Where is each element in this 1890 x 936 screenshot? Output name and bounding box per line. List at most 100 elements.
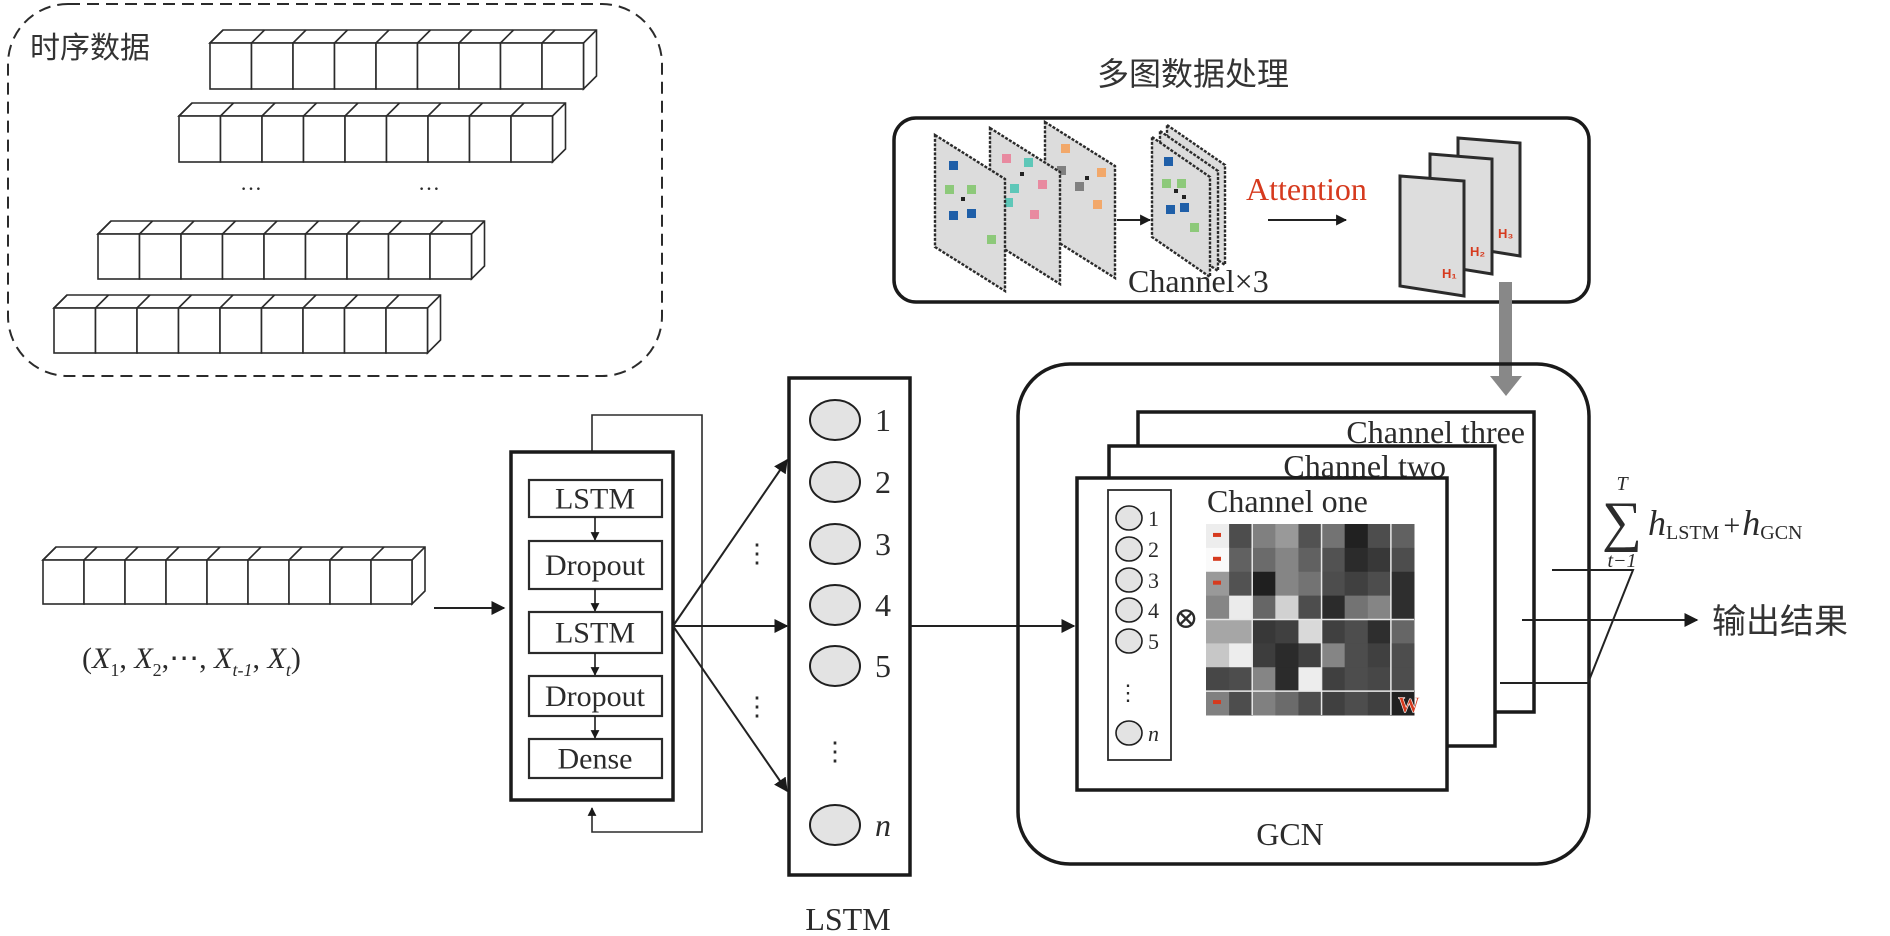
heatmap-cell (1206, 643, 1230, 668)
array-cell (458, 42, 502, 90)
array-cell (429, 233, 473, 280)
graph-card (988, 125, 1062, 287)
fan-ellipsis-lower: ⋮ (744, 692, 770, 721)
heatmap-cell (1275, 667, 1299, 692)
lstm-layer-dropout: Dropout (527, 539, 664, 612)
array-cell (177, 307, 221, 354)
channel-x3-label: Channel×3 (1128, 263, 1269, 299)
array-cell (180, 233, 224, 280)
gcn-node-4: 4 (1115, 597, 1159, 623)
sum-upper-limit: T (1616, 473, 1629, 495)
lstm-node-2: 2 (809, 461, 891, 503)
array-cell (416, 42, 460, 90)
heatmap-cell (1321, 667, 1346, 692)
array-cell (385, 115, 429, 163)
fan-ellipsis-upper: ⋮ (744, 539, 770, 568)
node-circle (1115, 536, 1143, 562)
array-cell (333, 42, 377, 90)
heatmap-cell (1252, 691, 1276, 716)
array-cell (209, 42, 253, 90)
node-circle (809, 584, 861, 626)
node-circle (809, 523, 861, 565)
graph-node-mark (961, 197, 965, 201)
lstm-node-ellipsis: ⋮ (822, 737, 848, 766)
gray-down-arrow (1490, 282, 1522, 396)
time-series-array-2 (177, 102, 567, 164)
graph-card-3 (1043, 119, 1117, 281)
layer-box (527, 478, 664, 519)
graph-node-mark (1162, 179, 1171, 188)
heatmap-cell (1344, 524, 1369, 549)
input-formula: (X1, X2,⋯, Xt-1, Xt) (82, 642, 301, 680)
heatmap-red-mark (1213, 556, 1221, 561)
array-cell (370, 559, 413, 605)
array-cell (385, 307, 429, 354)
gcn-caption: GCN (1256, 816, 1324, 852)
heatmap-cell (1367, 667, 1392, 692)
term-h-lstm: h (1648, 503, 1666, 543)
array-cell (250, 42, 294, 90)
gcn-node-5: 5 (1115, 628, 1159, 654)
graph-node-mark (1024, 158, 1033, 167)
lstm-layer-dense: Dense (527, 737, 664, 780)
node-label: 3 (875, 526, 891, 562)
time-series-array-3 (96, 220, 486, 281)
graph-node-mark (1164, 157, 1173, 166)
term-h-gcn: h (1742, 503, 1760, 543)
heatmap-cell (1390, 691, 1415, 716)
term-h-gcn-sub: GCN (1760, 522, 1802, 544)
layer-label: Dropout (545, 549, 646, 582)
array-cell (221, 233, 265, 280)
heatmap-cell (1298, 691, 1323, 716)
heatmap-cell (1252, 667, 1276, 692)
array-cell (343, 307, 387, 354)
sum-lower-limit: t−1 (1607, 550, 1636, 572)
multi-graph-border (892, 116, 1591, 304)
graph-node-mark (1085, 176, 1089, 180)
time-series-panel: 时序数据 … … (7, 3, 663, 377)
graph-card-1 (933, 132, 1007, 294)
graph-card-2 (988, 125, 1062, 287)
array-cell (97, 233, 141, 280)
weight-label: W1 (1398, 692, 1427, 721)
heatmap-cell (1390, 571, 1415, 597)
heatmap-cell (1206, 595, 1230, 620)
heatmap-cell (1321, 691, 1346, 716)
gcn-node-list (1107, 489, 1172, 761)
formula-sub-4: t-1 (232, 660, 252, 680)
lstm-node-n: n (809, 804, 891, 846)
heatmap-cell (1367, 595, 1392, 620)
node-label: 2 (875, 464, 891, 500)
graph-node-mark (1075, 182, 1084, 191)
graph-node-mark (1093, 200, 1102, 209)
lstm-caption: LSTM (805, 901, 890, 936)
node-label: n (1148, 721, 1159, 746)
node-circle (1115, 505, 1143, 531)
heatmap-cell (1321, 643, 1346, 668)
formula-term-2: X (133, 642, 154, 675)
layer-label: Dense (558, 743, 633, 776)
heatmap-cell (1344, 619, 1369, 644)
lstm-node-1: 1 (809, 399, 891, 441)
channel-three-label: Channel three (1346, 414, 1525, 450)
heatmap-cell (1344, 547, 1369, 573)
node-circle (1115, 597, 1143, 623)
time-series-dashed-border (7, 3, 663, 377)
graph-card (1043, 119, 1117, 281)
fan-arrow-top (672, 458, 788, 627)
array-cell (261, 115, 305, 163)
array-cell (375, 42, 419, 90)
attention-output-mark: H₃ (1498, 226, 1513, 241)
heatmap-cell (1367, 571, 1392, 597)
graph-node-mark (967, 185, 976, 194)
formula-sub-5: t (286, 660, 292, 680)
array-cell (53, 307, 97, 354)
node-label: 2 (1148, 537, 1159, 562)
formula-close-paren: ) (291, 642, 301, 675)
channel-stack-front (1150, 134, 1212, 280)
channel-merge-top (1500, 569, 1635, 684)
time-series-array-1 (208, 29, 598, 91)
